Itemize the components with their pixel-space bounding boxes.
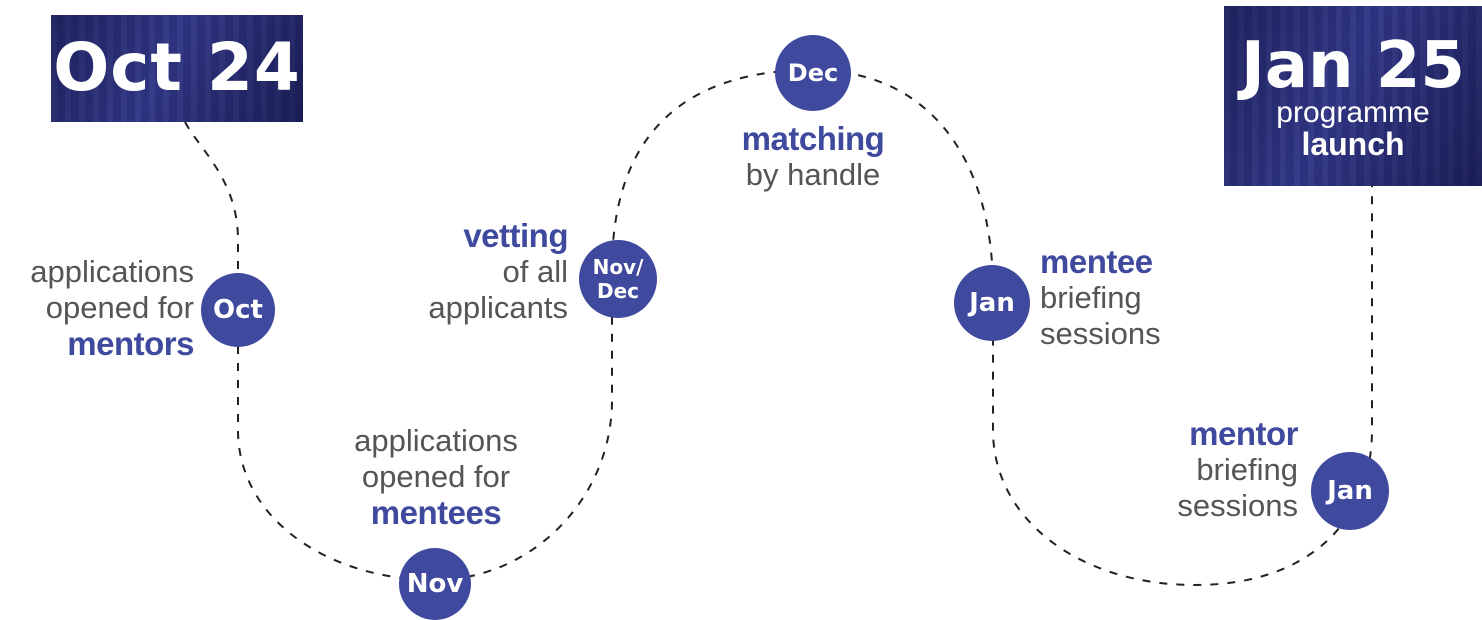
milestone-dec-badge: Dec xyxy=(775,35,851,111)
milestone-novdec-badge: Nov/ Dec xyxy=(579,240,657,318)
milestone-nov-label: applications opened for mentees xyxy=(330,423,542,531)
milestone-jan-mentee-line-2: sessions xyxy=(1040,316,1161,351)
milestone-novdec-highlight: vetting xyxy=(463,217,568,254)
milestone-oct-line-2: opened for xyxy=(45,290,194,325)
milestone-jan-mentor-label: mentor briefing sessions xyxy=(1120,416,1298,524)
banner-end-title: Jan 25 xyxy=(1241,29,1465,103)
milestone-oct-badge-text: Oct xyxy=(213,295,263,325)
milestone-jan-mentor-highlight: mentor xyxy=(1189,415,1298,452)
milestone-oct-line-1: applications xyxy=(30,254,194,289)
banner-start-title: Oct 24 xyxy=(53,29,301,106)
milestone-jan-mentor-line-2: sessions xyxy=(1177,488,1298,523)
milestone-novdec-label: vetting of all applicants xyxy=(390,218,568,326)
milestone-oct-highlight: mentors xyxy=(67,325,194,362)
milestone-novdec-line-1: of all xyxy=(502,254,568,289)
milestone-dec-line-1: by handle xyxy=(745,157,881,192)
milestone-jan-mentee-badge-text: Jan xyxy=(969,288,1015,318)
milestone-novdec-badge-line-1: Nov/ xyxy=(592,255,644,279)
milestone-nov-line-2: opened for xyxy=(361,459,511,494)
milestone-nov-badge: Nov xyxy=(399,548,471,620)
milestone-novdec-badge-line-2: Dec xyxy=(596,279,639,303)
milestone-jan-mentor-badge: Jan xyxy=(1311,452,1389,530)
milestone-dec-highlight: matching xyxy=(741,120,885,157)
milestone-jan-mentee-badge: Jan xyxy=(954,265,1030,341)
banner-end-launch: launch xyxy=(1301,126,1405,162)
milestone-nov-highlight: mentees xyxy=(370,494,502,531)
milestone-oct-label: applications opened for mentors xyxy=(0,254,194,362)
banner-start: Oct 24 xyxy=(51,15,303,122)
milestone-nov-badge-text: Nov xyxy=(406,569,464,599)
banner-end-subtitle: programme xyxy=(1276,96,1430,129)
banner-end: Jan 25 programme launch xyxy=(1224,6,1482,186)
milestone-nov-line-1: applications xyxy=(354,423,518,458)
milestone-oct-badge: Oct xyxy=(201,273,275,347)
milestone-dec-label: matching by handle xyxy=(706,121,920,193)
milestone-jan-mentor-badge-text: Jan xyxy=(1327,476,1373,506)
milestone-dec-badge-text: Dec xyxy=(787,59,839,87)
milestone-jan-mentor-line-1: briefing xyxy=(1196,452,1298,487)
milestone-jan-mentee-highlight: mentee xyxy=(1040,243,1153,280)
milestone-novdec-line-2: applicants xyxy=(428,290,568,325)
milestone-jan-mentee-line-1: briefing xyxy=(1040,280,1142,315)
milestone-jan-mentee-label: mentee briefing sessions xyxy=(1040,244,1230,352)
